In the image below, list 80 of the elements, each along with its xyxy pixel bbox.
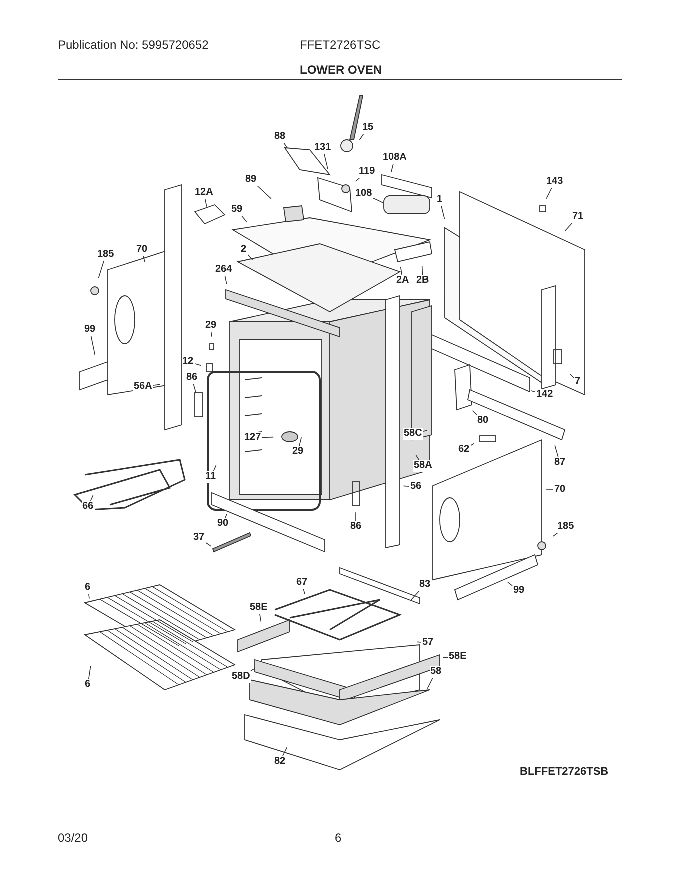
leader-line bbox=[552, 532, 558, 537]
leader-line bbox=[373, 198, 384, 204]
leader-line bbox=[260, 614, 262, 622]
callout-number: 71 bbox=[572, 211, 585, 223]
leader-line bbox=[554, 445, 559, 458]
callout-number: 88 bbox=[274, 131, 287, 143]
page-number: 6 bbox=[335, 831, 342, 845]
leader-line bbox=[441, 206, 446, 220]
leader-line bbox=[90, 336, 96, 356]
leader-line bbox=[359, 134, 364, 140]
leader-line bbox=[530, 390, 536, 393]
leader-line bbox=[422, 266, 424, 276]
callout-number: 83 bbox=[418, 579, 432, 591]
leader-line bbox=[400, 266, 402, 276]
callout-number: 66 bbox=[82, 501, 95, 513]
leader-line bbox=[472, 410, 478, 416]
publication-number: Publication No: 5995720652 bbox=[58, 38, 209, 52]
callout-number: 12A bbox=[194, 187, 214, 199]
leader-line bbox=[570, 374, 574, 378]
callout-number: 58D bbox=[231, 671, 252, 683]
leader-line bbox=[391, 164, 394, 173]
section-title: LOWER OVEN bbox=[300, 63, 382, 77]
leader-line bbox=[417, 642, 422, 643]
callout-number: 11 bbox=[204, 471, 218, 483]
leader-line bbox=[242, 216, 248, 222]
leader-line bbox=[88, 666, 92, 680]
callout-number: 99 bbox=[84, 324, 97, 336]
leader-line bbox=[224, 276, 228, 285]
callout-number: 37 bbox=[192, 532, 206, 544]
callout-number: 185 bbox=[96, 249, 116, 261]
leader-line bbox=[355, 178, 360, 182]
leader-line bbox=[88, 594, 90, 600]
leader-line bbox=[257, 186, 272, 200]
leader-line bbox=[152, 384, 161, 386]
callout-number: 131 bbox=[314, 142, 332, 154]
leader-line bbox=[250, 668, 256, 672]
callout-number: 143 bbox=[546, 176, 564, 188]
callout-number: 12 bbox=[182, 356, 195, 368]
leader-line bbox=[411, 590, 420, 600]
callout-number: 70 bbox=[136, 244, 149, 256]
leader-line bbox=[546, 188, 552, 200]
callout-number: 58E bbox=[249, 602, 269, 614]
leader-line bbox=[508, 582, 513, 586]
leader-line bbox=[422, 430, 428, 432]
leader-line bbox=[284, 142, 288, 149]
leader-line bbox=[282, 747, 288, 756]
callout-number: 58C bbox=[403, 428, 424, 440]
callout-number: 119 bbox=[358, 166, 376, 178]
callout-number: 58 bbox=[430, 666, 443, 678]
leader-line bbox=[98, 260, 104, 279]
leader-line bbox=[248, 254, 254, 261]
callout-number: 56A bbox=[133, 381, 154, 393]
callout-number: 1 bbox=[436, 194, 444, 206]
model-number: FFET2726TSC bbox=[300, 38, 381, 52]
callout-number: 86 bbox=[186, 372, 199, 384]
callout-number: 264 bbox=[214, 264, 234, 276]
callout-number: 185 bbox=[556, 521, 576, 533]
leader-line bbox=[193, 384, 197, 394]
leader-line bbox=[90, 495, 94, 502]
leader-line bbox=[211, 332, 212, 338]
leader-line bbox=[143, 256, 146, 262]
leader-line bbox=[416, 454, 420, 460]
leader-line bbox=[262, 436, 274, 438]
callout-number: 58A bbox=[413, 460, 434, 472]
leader-line bbox=[205, 542, 212, 547]
leader-line bbox=[204, 198, 208, 208]
leader-line bbox=[194, 363, 202, 366]
drawing-code: BLFFET2726TSB bbox=[520, 766, 609, 778]
leader-line bbox=[213, 465, 217, 472]
callout-number: 59 bbox=[230, 204, 244, 216]
leader-line bbox=[403, 486, 410, 487]
callout-number: 15 bbox=[362, 122, 375, 134]
leader-line bbox=[427, 678, 434, 690]
callout-number: 67 bbox=[296, 577, 309, 589]
leader-line bbox=[299, 437, 302, 446]
leader-line bbox=[564, 222, 573, 232]
callout-number: 108A bbox=[382, 152, 408, 164]
leader-line bbox=[225, 514, 228, 518]
leader-line bbox=[324, 154, 328, 170]
date-code: 03/20 bbox=[58, 831, 88, 845]
